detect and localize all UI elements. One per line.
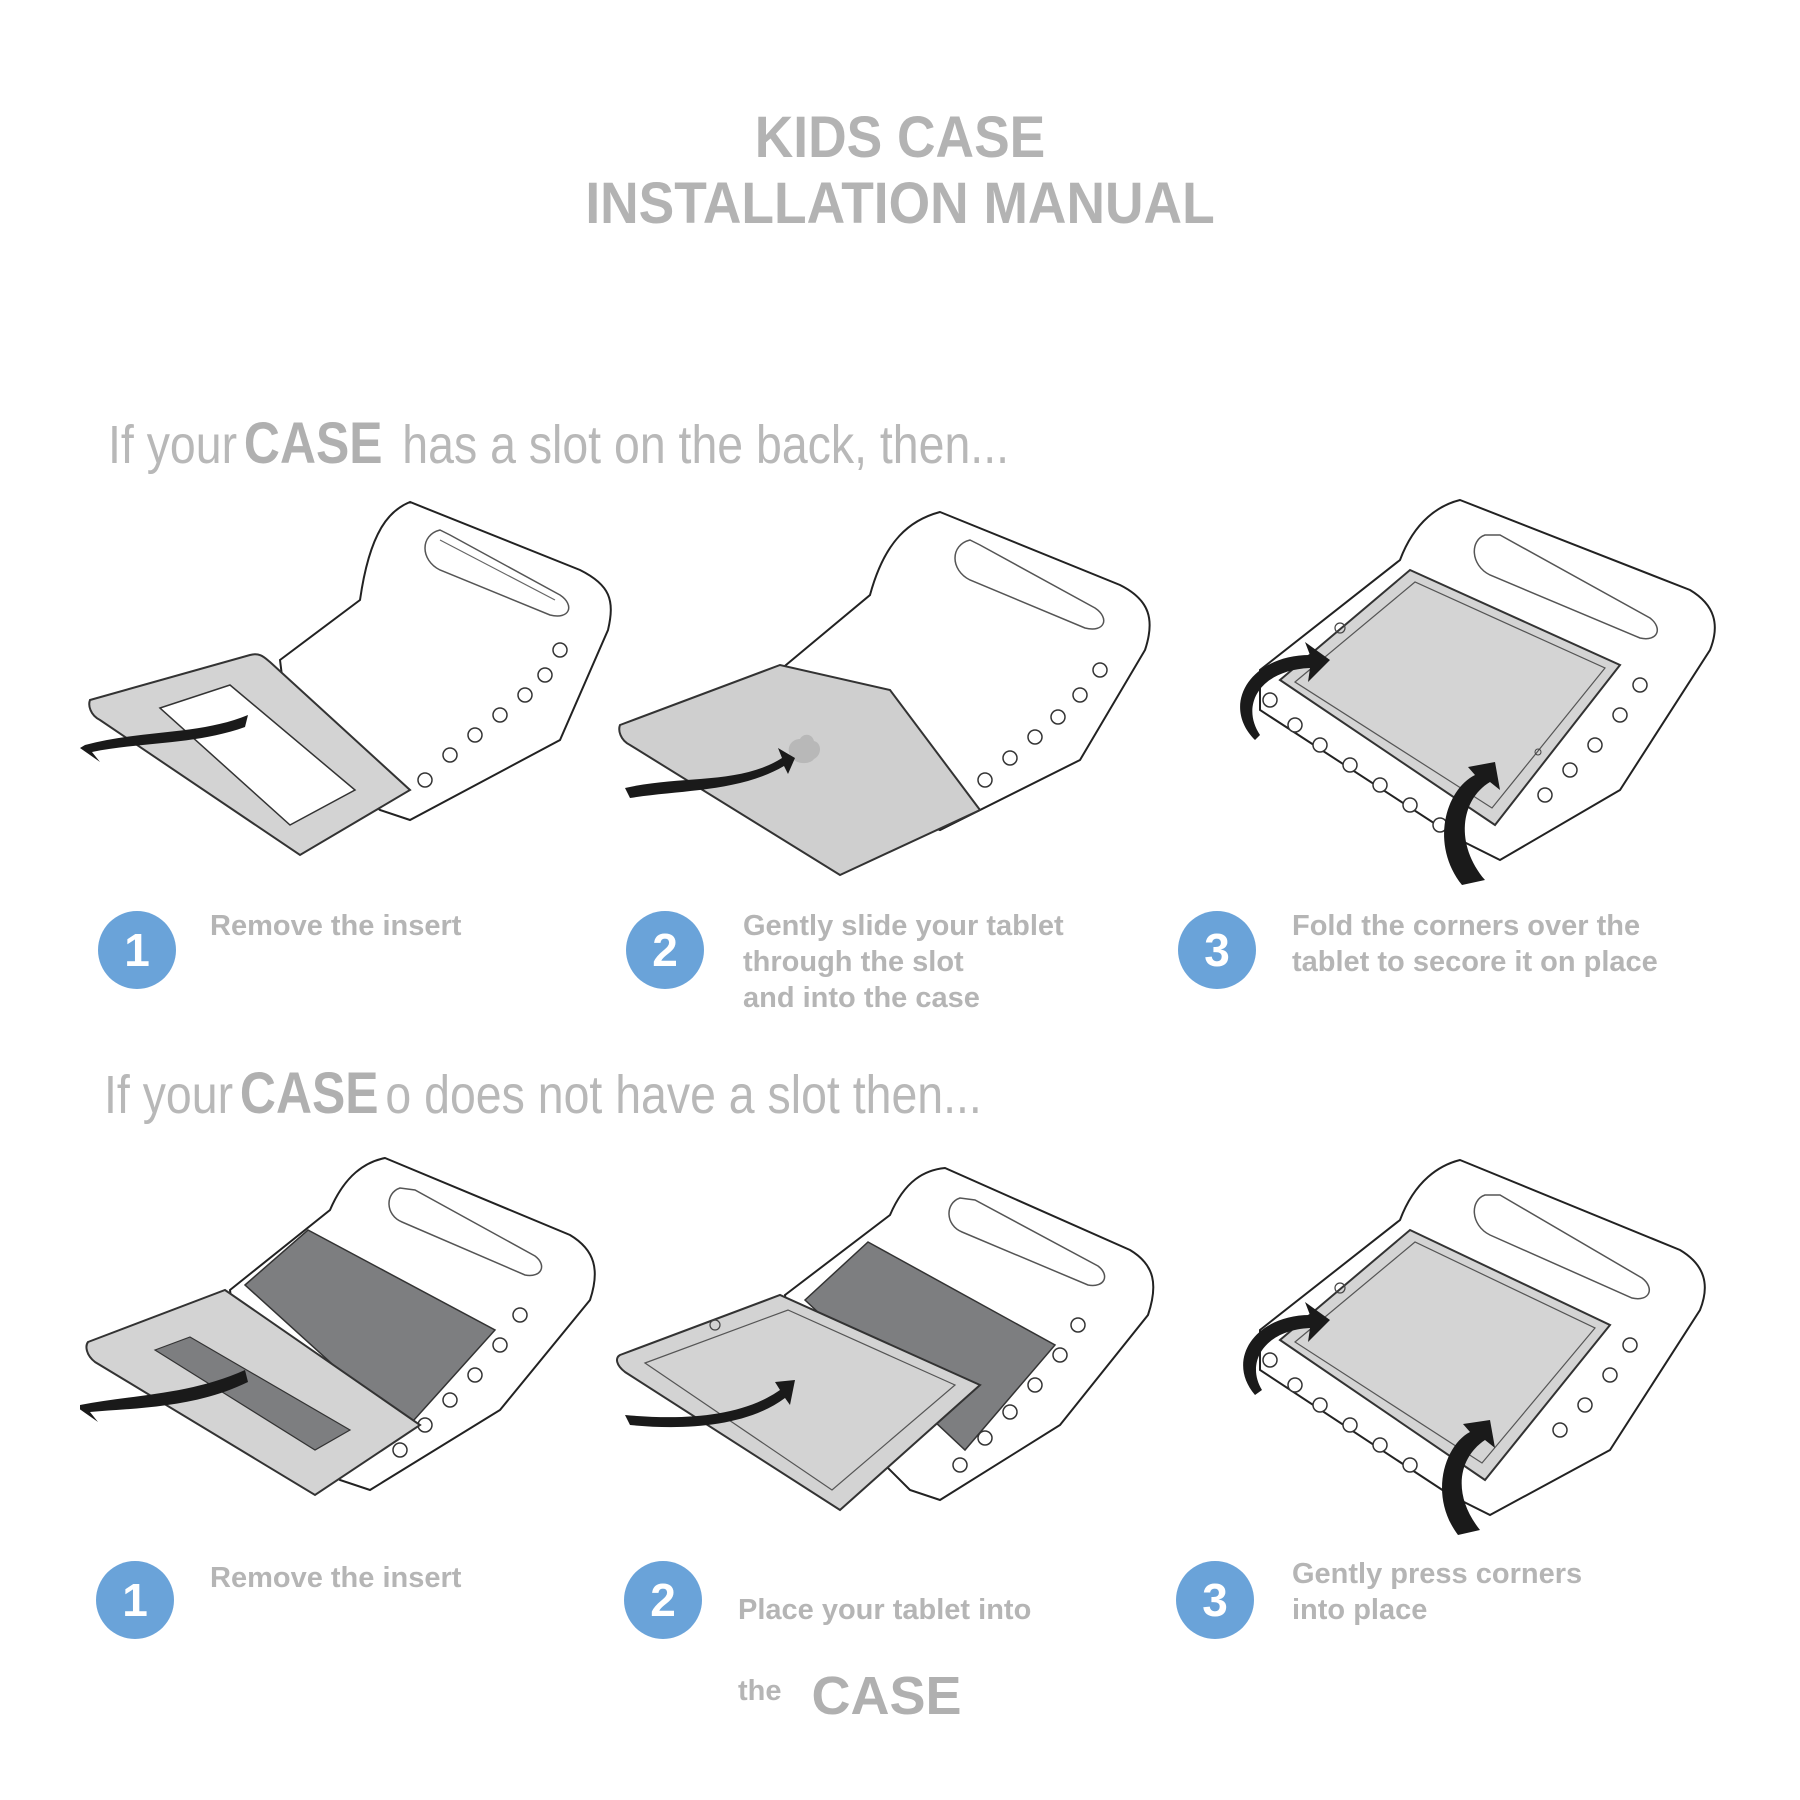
tablet-in-case-fold-corners-illustration: [1240, 498, 1716, 885]
tablet-in-case-press-corners-illustration: [1243, 1158, 1706, 1535]
step-badge-3: 3: [1178, 911, 1256, 989]
illustration-step3-slot: [1200, 490, 1740, 890]
case-back-insert-removed-illustration: [80, 500, 612, 857]
step-badge-1: 1: [96, 1561, 174, 1639]
case-front-insert-removed-illustration: [78, 1156, 596, 1497]
manual-title-line2: INSTALLATION MANUAL: [585, 171, 1215, 236]
step-text-2-line2: the CASE: [738, 1664, 1031, 1723]
step-badge-2: 2: [626, 911, 704, 989]
step-text-2-case-emphasis: CASE: [811, 1666, 962, 1726]
heading-suffix: o does not have a slot then...: [385, 1065, 982, 1125]
illustration-step2-slot: [610, 500, 1170, 880]
step-badge-3: 3: [1176, 1561, 1254, 1639]
step-text-1: Remove the insert: [210, 910, 462, 942]
heading-case-emphasis: CASE: [239, 1061, 379, 1126]
heading-suffix: has a slot on the back, then...: [389, 415, 1010, 475]
step-text-2-line1: Place your tablet into: [738, 1594, 1032, 1626]
illustration-step3-no-slot: [1200, 1150, 1740, 1540]
step-text-1: Remove the insert: [210, 1562, 462, 1594]
tablet-placed-into-case-illustration: [616, 1166, 1155, 1512]
illustration-step1-no-slot: [78, 1150, 640, 1510]
step-badge-1: 1: [98, 911, 176, 989]
step-text-3: Gently press corners into place: [1292, 1558, 1583, 1626]
illustration-step1-slot: [80, 490, 640, 870]
step-text-2: Place your tablet into the CASE: [738, 1556, 1031, 1745]
heading-prefix: If your: [108, 415, 238, 475]
step-text-2-the: the: [738, 1675, 782, 1707]
heading-case-emphasis: CASE: [243, 411, 383, 476]
step-badge-2: 2: [624, 1561, 702, 1639]
step-text-3: Fold the corners over the tablet to seco…: [1292, 910, 1658, 978]
step-text-2: Gently slide your tablet through the slo…: [743, 910, 1064, 1014]
manual-title-line1: KIDS CASE: [754, 105, 1046, 170]
heading-prefix: If your: [104, 1065, 234, 1125]
illustration-step2-no-slot: [610, 1160, 1170, 1520]
tablet-sliding-through-slot-illustration: [618, 510, 1151, 877]
